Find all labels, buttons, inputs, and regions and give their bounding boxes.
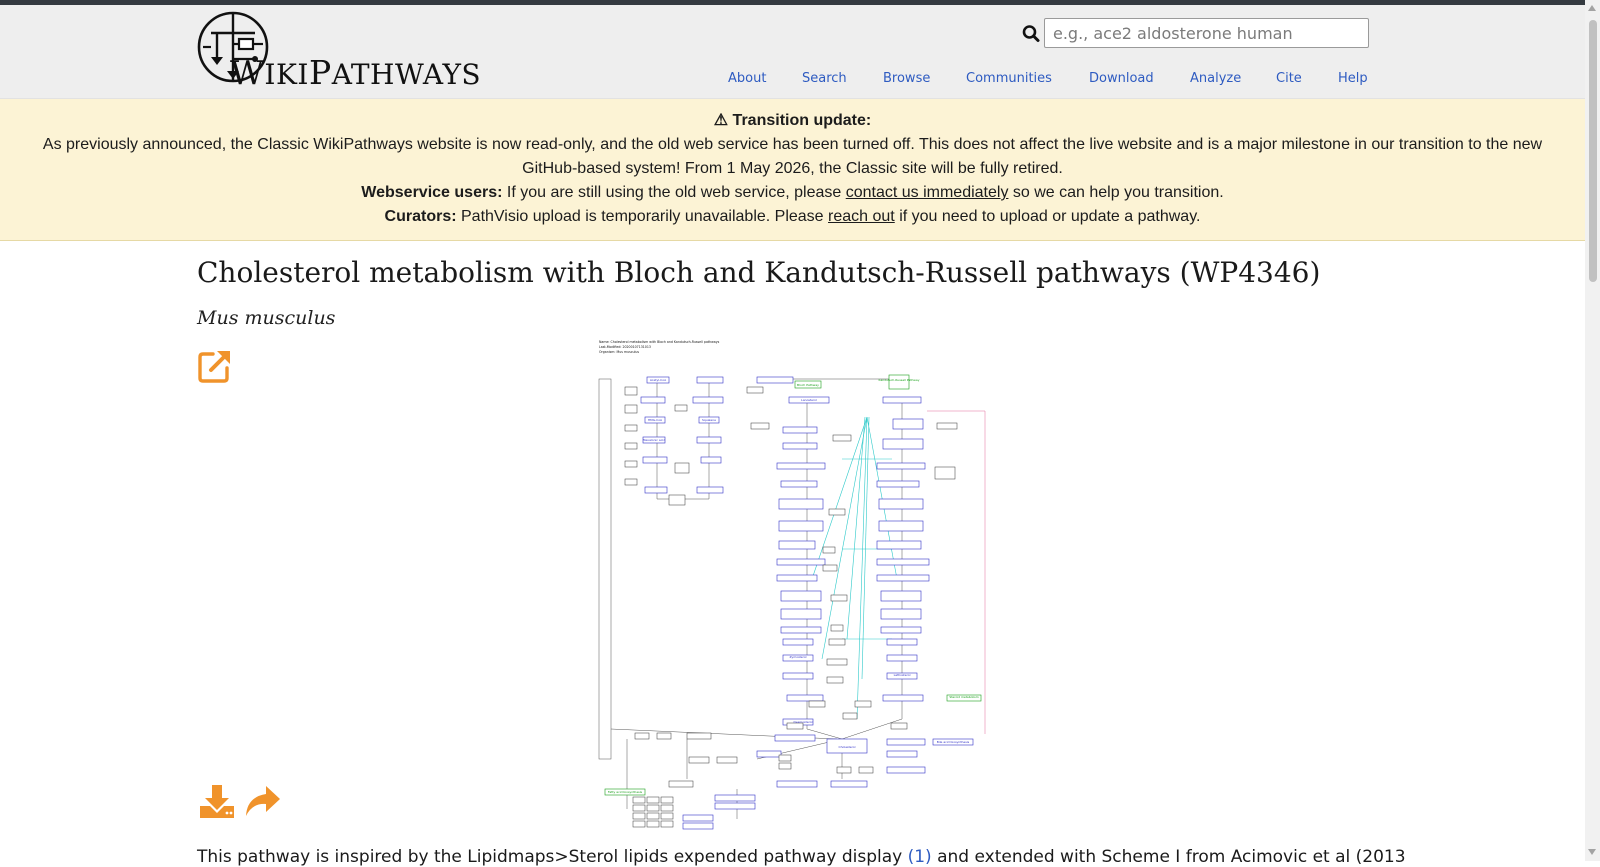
nav-help-link[interactable]: Help	[1338, 71, 1368, 86]
banner-webservice-text: If you are still using the old web servi…	[502, 184, 846, 201]
banner-curators-label: Curators:	[384, 208, 457, 225]
reference-link[interactable]: (1)	[907, 847, 932, 867]
transition-banner: ⚠ Transition update: As previously annou…	[0, 99, 1585, 241]
banner-curators-text-end: if you need to upload or update a pathwa…	[894, 208, 1201, 225]
diagram-label-kr: Kandutsch-Russell Pathway	[879, 378, 920, 382]
diagram-label-bloch: Bloch Pathway	[797, 383, 819, 387]
external-link-icon[interactable]	[197, 348, 233, 384]
diagram-label-bile: Bile acid biosynthesis	[937, 740, 970, 744]
scrollbar-thumb[interactable]	[1589, 20, 1597, 282]
share-icon[interactable]	[244, 784, 282, 818]
wikipathways-logo[interactable]	[197, 9, 457, 89]
main-nav: About Search Browse Communities Download…	[0, 71, 1600, 91]
site-header: WIKIPATHWAYS About Search Browse Communi…	[0, 5, 1585, 99]
pathway-description: This pathway is inspired by the Lipidmap…	[197, 847, 1406, 867]
diagram-header-2: Last-Modified: 20200107131013	[599, 345, 651, 349]
description-text: This pathway is inspired by the Lipidmap…	[197, 847, 908, 867]
reach-out-link[interactable]: reach out	[828, 208, 895, 225]
scroll-down-arrow-icon[interactable]	[1588, 849, 1596, 855]
banner-webservice-label: Webservice users:	[361, 184, 503, 201]
banner-title: ⚠ Transition update:	[713, 112, 872, 129]
diagram-label-cholesterol: Cholesterol	[839, 745, 856, 749]
diagram-label-fatty: Fatty acid biosynthesis	[608, 790, 643, 794]
nav-search-link[interactable]: Search	[802, 71, 847, 86]
diagram-label-desmosterol: Desmosterol	[794, 720, 813, 724]
download-icon[interactable]	[198, 782, 236, 820]
description-text-end: and extended with Scheme I from Acimovic…	[931, 847, 1406, 867]
banner-curators-line: Curators: PathVisio upload is temporaril…	[0, 205, 1585, 229]
top-dark-bar	[0, 0, 1585, 5]
diagram-label-mevalonate: Mevalonic acid	[643, 438, 665, 442]
banner-webservice-line: Webservice users: If you are still using…	[0, 181, 1585, 205]
banner-webservice-text-end: so we can help you transition.	[1008, 184, 1224, 201]
diagram-header-1: Name: Cholesterol metabolism with Bloch …	[599, 340, 720, 344]
search-icon	[1022, 25, 1040, 42]
nav-communities-link[interactable]: Communities	[966, 71, 1052, 86]
diagram-label-hmg-coa: HMG-CoA	[648, 418, 663, 422]
species-name: Mus musculus	[197, 307, 336, 329]
scroll-up-arrow-icon[interactable]	[1588, 5, 1596, 11]
nav-about-link[interactable]: About	[728, 71, 767, 86]
banner-body: As previously announced, the Classic Wik…	[42, 136, 1543, 177]
page-title: Cholesterol metabolism with Bloch and Ka…	[197, 256, 1321, 289]
logo-wordmark: WIKIPATHWAYS	[230, 53, 482, 92]
nav-cite-link[interactable]: Cite	[1276, 71, 1302, 86]
diagram-label-lathosterol: Lathosterol	[894, 673, 911, 677]
nav-analyze-link[interactable]: Analyze	[1190, 71, 1242, 86]
diagram-label-zymosterol: Zymosterol	[789, 655, 806, 659]
search-input[interactable]	[1044, 18, 1369, 48]
vertical-scrollbar[interactable]	[1585, 0, 1600, 861]
diagram-label-lanosterol: Lanosterol	[801, 398, 817, 402]
nav-download-link[interactable]: Download	[1089, 71, 1154, 86]
contact-us-link[interactable]: contact us immediately	[845, 184, 1009, 201]
diagram-label-acetyl-coa: Acetyl-CoA	[650, 378, 667, 382]
diagram-header-3: Organism: Mus musculus	[599, 350, 639, 354]
pathway-diagram[interactable]: Name: Cholesterol metabolism with Bloch …	[597, 339, 989, 837]
banner-curators-text: PathVisio upload is temporarily unavaila…	[456, 208, 829, 225]
nav-browse-link[interactable]: Browse	[883, 71, 931, 86]
diagram-label-steroid: Steroid metabolism	[949, 695, 978, 699]
diagram-label-squalene: Squalene	[702, 418, 716, 422]
